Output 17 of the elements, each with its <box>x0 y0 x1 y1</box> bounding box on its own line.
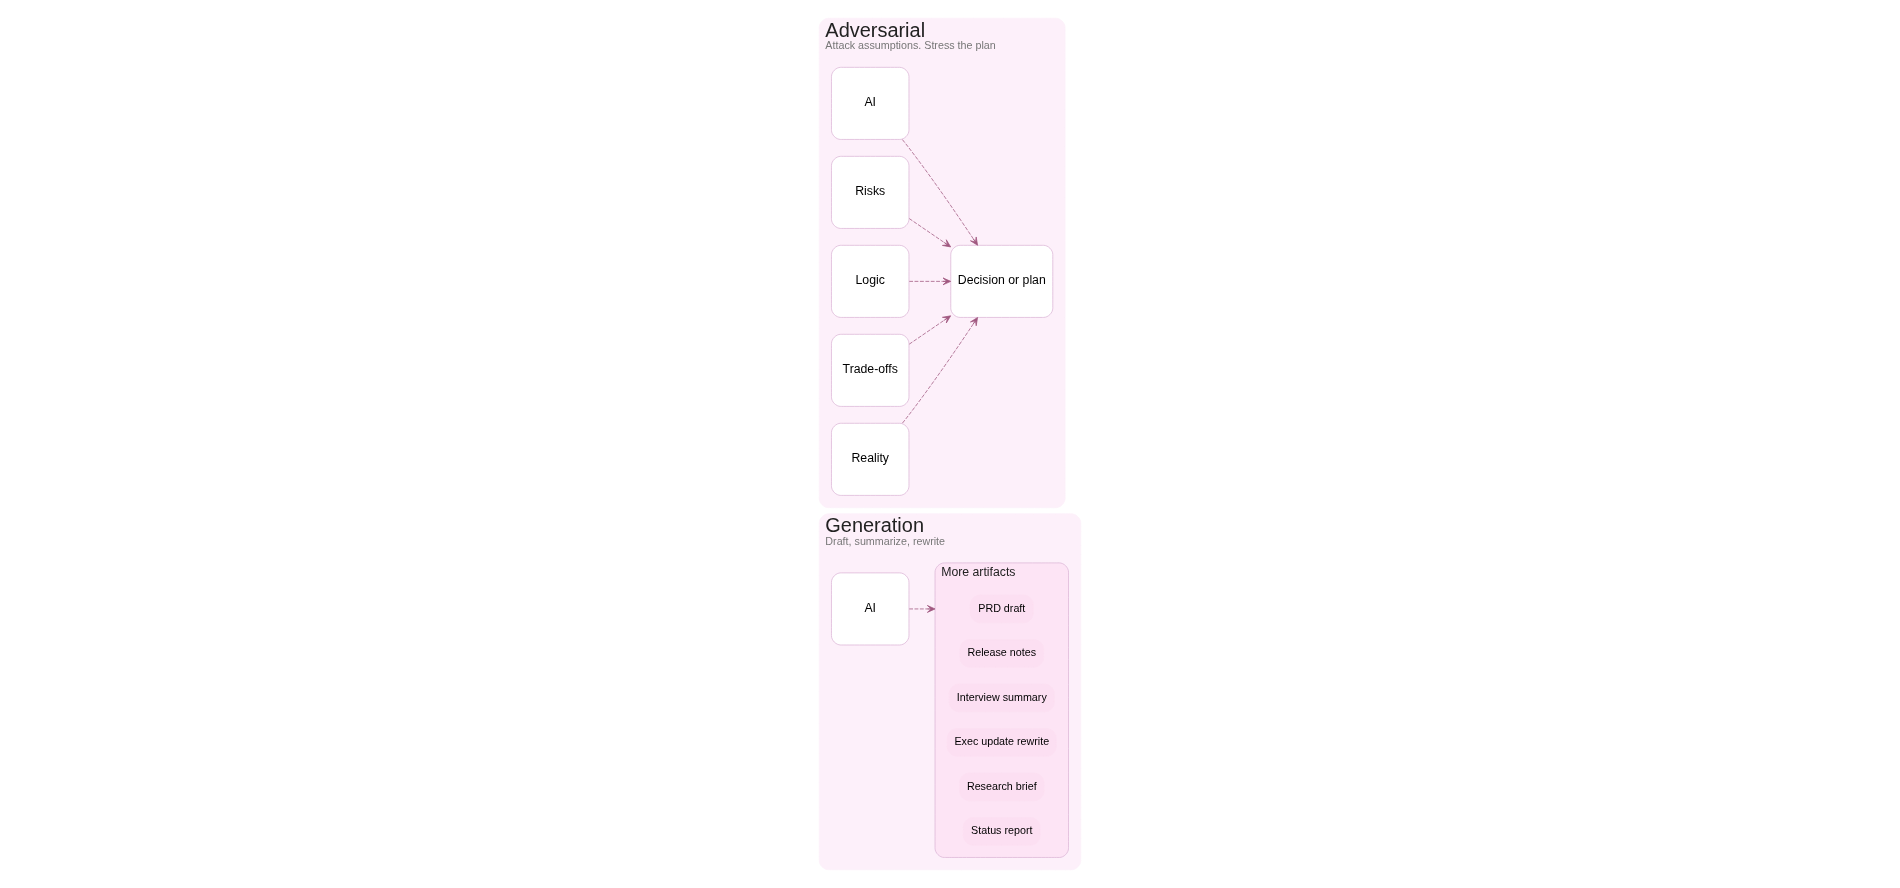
node-text: Status report <box>971 824 1033 837</box>
arrow <box>908 277 952 286</box>
node-box: Trade-offs <box>831 333 910 407</box>
node-box: Decision or plan <box>950 244 1054 318</box>
node-box: AI <box>831 572 910 646</box>
node-box: Logic <box>831 244 910 318</box>
arrow <box>902 139 978 246</box>
node-text: Interview summary <box>956 690 1047 703</box>
arrow <box>902 317 978 424</box>
node-text: Research brief <box>966 779 1037 792</box>
arrow <box>908 605 936 613</box>
arrow <box>908 315 952 345</box>
node-box: AI <box>831 66 910 140</box>
arrow <box>908 218 952 248</box>
node-text: PRD draft <box>978 601 1026 614</box>
node-box: Risks <box>831 155 910 229</box>
node-box: Reality <box>831 422 910 496</box>
